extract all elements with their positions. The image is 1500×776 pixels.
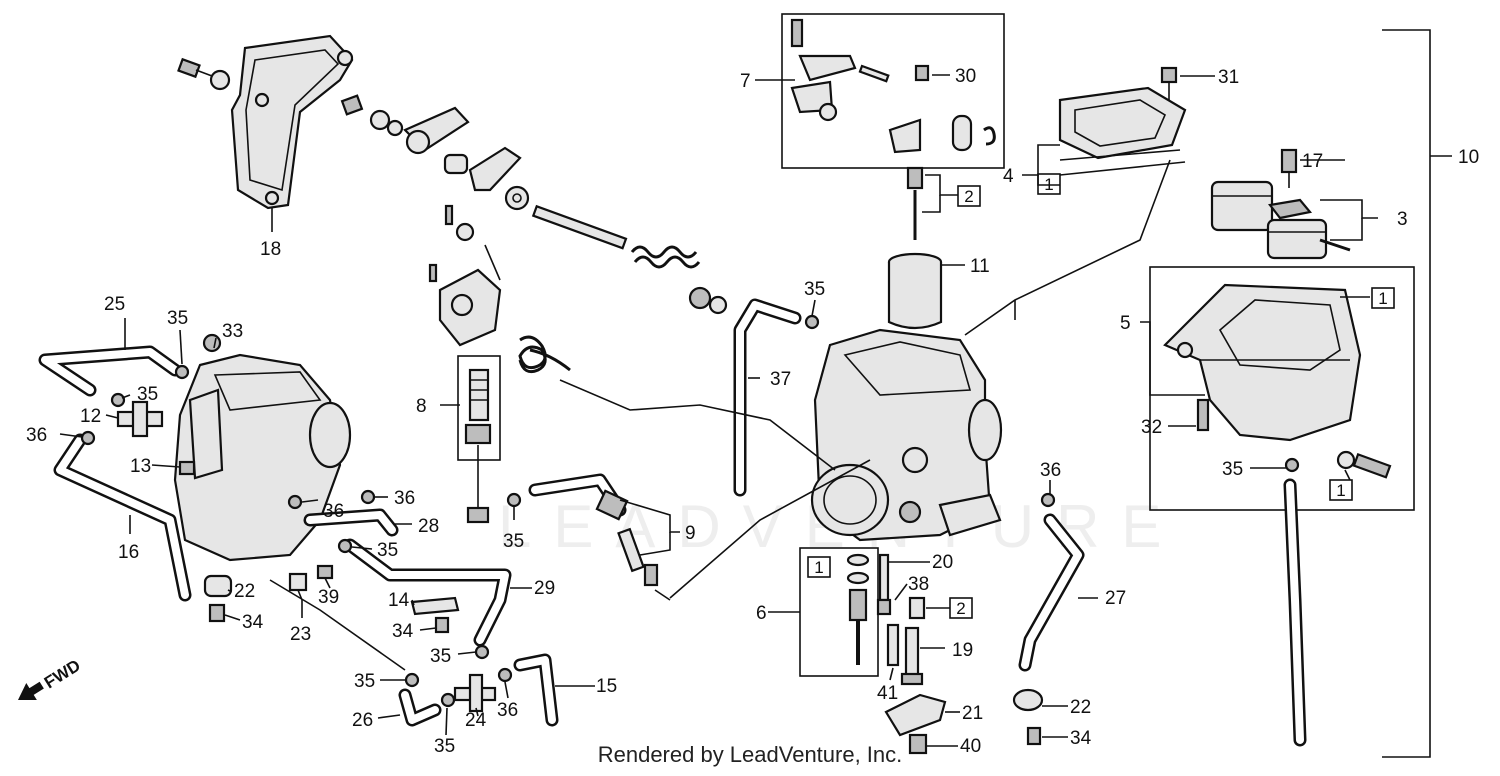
carburetor-body-part [810, 328, 1003, 542]
parts [38, 18, 1392, 755]
throttle-linkage-parts [340, 94, 728, 315]
forward-arrow: FWD [18, 656, 84, 701]
throttle-lever-part [428, 204, 571, 374]
callout-33: 33 [222, 321, 243, 342]
callout-26: 26 [352, 710, 373, 731]
callout-20: 20 [932, 552, 953, 573]
callout-23: 23 [290, 624, 311, 645]
callout-9: 9 [685, 523, 696, 544]
callout-19: 19 [952, 640, 973, 661]
callout-34: 34 [1070, 728, 1092, 749]
svg-text:2: 2 [964, 187, 973, 206]
starter-plunger-part [595, 489, 671, 601]
jet-needle-part [906, 166, 924, 240]
callout-35: 35 [137, 384, 158, 405]
callout-18: 18 [260, 239, 281, 260]
callout-12: 12 [80, 406, 101, 427]
callout-24: 24 [465, 710, 487, 731]
callout-labels: 7 30 31 4 17 10 3 11 18 35 5 25 35 33 37… [26, 66, 1479, 757]
callout-39: 39 [318, 587, 339, 608]
callout-13: 13 [130, 456, 151, 477]
callout-36: 36 [26, 425, 47, 446]
svg-text:FWD: FWD [41, 656, 84, 693]
callout-36: 36 [394, 488, 415, 509]
leader-lines [59, 74, 1378, 747]
throttle-stop-screw-part [464, 368, 492, 524]
callout-38: 38 [908, 574, 929, 595]
footer-credit: Rendered by LeadVenture, Inc. [597, 742, 903, 767]
callout-27: 27 [1105, 588, 1126, 609]
forward-arrow-icon [18, 681, 44, 701]
callout-35: 35 [377, 540, 398, 561]
choke-linkage-parts [790, 18, 996, 154]
callout-25: 25 [104, 294, 125, 315]
callout-22: 22 [234, 581, 255, 602]
svg-text:1: 1 [1378, 289, 1387, 308]
callout-35: 35 [804, 279, 825, 300]
callout-35: 35 [434, 736, 455, 757]
callout-35: 35 [503, 531, 524, 552]
callout-28: 28 [418, 516, 439, 537]
float-chamber-part [1163, 283, 1362, 442]
callout-22: 22 [1070, 697, 1091, 718]
callout-35: 35 [354, 671, 375, 692]
top-cover-part [230, 34, 354, 232]
svg-text:2: 2 [956, 599, 965, 618]
callout-17: 17 [1302, 151, 1323, 172]
kit-box-2 [957, 185, 981, 207]
kit-box-1 [1329, 479, 1353, 501]
hose-clip-parts [80, 314, 1300, 708]
svg-text:1: 1 [814, 558, 823, 577]
svg-text:1: 1 [1336, 481, 1345, 500]
callout-34: 34 [242, 612, 264, 633]
callout-10: 10 [1458, 147, 1479, 168]
float-valve-part [1280, 148, 1298, 188]
vacuum-piston-part [887, 252, 943, 330]
callout-41: 41 [877, 683, 898, 704]
callout-11: 11 [970, 256, 990, 277]
callout-37: 37 [770, 369, 791, 390]
callout-35: 35 [1222, 459, 1243, 480]
callout-30: 30 [955, 66, 976, 87]
callout-40: 40 [960, 736, 981, 757]
kit-box-1 [807, 556, 831, 578]
callout-6: 6 [756, 603, 767, 624]
callout-15: 15 [596, 676, 617, 697]
callout-7: 7 [740, 71, 751, 92]
hose-parts [38, 298, 1307, 747]
callout-29: 29 [534, 578, 555, 599]
kit-box-1 [1037, 173, 1061, 195]
callout-21: 21 [962, 703, 983, 724]
kit-reference-boxes: 1 2 1 1 1 2 [807, 173, 1395, 619]
callout-8: 8 [416, 396, 427, 417]
svg-text:1: 1 [1044, 175, 1053, 194]
float-part [1210, 180, 1351, 260]
cover-screw-part [177, 57, 231, 91]
cover-screw-31-part [1160, 66, 1178, 84]
callout-36: 36 [323, 501, 344, 522]
callout-36: 36 [1040, 460, 1061, 481]
callout-31: 31 [1218, 67, 1239, 88]
callout-16: 16 [118, 542, 139, 563]
main-jet-parts [846, 553, 926, 686]
kit-box-2 [949, 597, 973, 619]
callout-34: 34 [392, 621, 414, 642]
callout-32: 32 [1141, 417, 1162, 438]
drain-plug-part [884, 693, 947, 737]
callout-35: 35 [167, 308, 188, 329]
callout-3: 3 [1397, 209, 1408, 230]
callout-4: 4 [1003, 166, 1014, 187]
left-carburetor-part [173, 333, 352, 623]
callout-35: 35 [430, 646, 451, 667]
callout-5: 5 [1120, 313, 1131, 334]
diaphragm-cover-part [1058, 86, 1187, 176]
kit-box-1 [1371, 287, 1395, 309]
callout-36: 36 [497, 700, 518, 721]
callout-14: 14 [388, 590, 410, 611]
